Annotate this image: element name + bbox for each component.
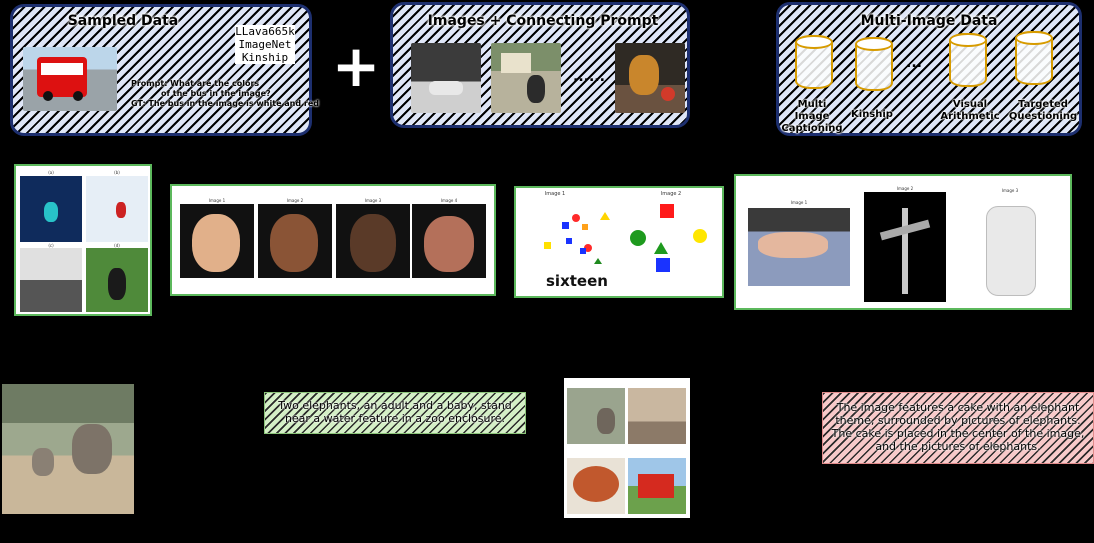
face-label-2: Image 2 xyxy=(286,198,304,203)
db-cylinder-icon xyxy=(949,33,987,87)
connecting-prompt-title: Images + Connecting Prompt xyxy=(427,13,659,29)
face-photo-2 xyxy=(258,204,332,278)
corkscrew-photo xyxy=(864,192,946,302)
caption-green-box: Two elephants, an adult and a baby, stan… xyxy=(264,392,526,434)
poodle-photo xyxy=(615,43,685,113)
sampled-data-panel: Sampled Data LLava665k ImageNet Kinship … xyxy=(10,4,319,136)
shapes-label-1: Image 1 xyxy=(544,191,566,197)
sleeping-person-photo xyxy=(748,208,850,286)
face-photo-3 xyxy=(336,204,410,278)
shapes-label-2: Image 2 xyxy=(660,191,682,197)
db-cylinder-icon xyxy=(795,35,833,89)
face-label-3: Image 3 xyxy=(364,198,382,203)
object-label-2: Image 2 xyxy=(896,186,914,191)
grid-label-c: (c) xyxy=(48,243,54,248)
caption-red-box: The image features a cake with an elepha… xyxy=(822,392,1094,464)
ellipsis: ... xyxy=(906,55,922,71)
prompt-text: Prompt: What are the colors of the bus i… xyxy=(131,79,319,109)
db-cylinder-icon xyxy=(855,37,893,91)
bus-photo xyxy=(23,47,117,111)
face-label-4: Image 4 xyxy=(440,198,458,203)
bear-photo xyxy=(491,43,561,113)
prompt-line-3: GT: The bus in the image is white and re… xyxy=(131,99,319,108)
ellipsis: ...... xyxy=(573,69,605,85)
source-targeted-questioning: Targeted Questioning xyxy=(1008,99,1078,122)
dataset-tags: LLava665k ImageNet Kinship xyxy=(235,25,295,64)
face-photo-4 xyxy=(412,204,486,278)
faces-example-card: Image 1 Image 2 Image 3 Image 4 xyxy=(170,184,496,296)
prompt-line-2: of the bus in the image? xyxy=(161,89,271,98)
kitchen-photo xyxy=(20,248,82,312)
shapes-answer: sixteen xyxy=(546,272,608,290)
multi-image-data-panel: Multi-Image Data ... Multi Image Caption… xyxy=(776,2,1082,136)
ski-photo-2 xyxy=(86,176,148,242)
collage-room-photo xyxy=(628,388,686,444)
example-grid-card: (a) (b) (c) (d) xyxy=(14,164,152,316)
source-visual-arithmetic: Visual Arithmetic xyxy=(940,99,1000,122)
collage-card xyxy=(564,378,690,518)
tag-llava: LLava665k xyxy=(235,25,295,38)
db-cylinder-icon xyxy=(1015,31,1053,85)
tag-kinship: Kinship xyxy=(241,51,289,64)
sampled-data-title: Sampled Data xyxy=(67,13,179,29)
tag-imagenet: ImageNet xyxy=(238,38,292,51)
collage-firetruck-photo xyxy=(628,458,686,514)
grid-label-d: (d) xyxy=(114,243,120,248)
caption-red-text: The image features a cake with an elepha… xyxy=(831,401,1085,453)
face-label-1: Image 1 xyxy=(208,198,226,203)
ski-photo xyxy=(20,176,82,242)
source-multi-image-captioning: Multi Image Captioning xyxy=(781,99,843,134)
sink-photo xyxy=(411,43,481,113)
plus-symbol: + xyxy=(331,32,381,100)
collage-elephant-photo xyxy=(567,388,625,444)
shapes-figure xyxy=(544,204,707,272)
prompt-line-1: Prompt: What are the colors xyxy=(131,79,260,88)
can-opener-photo xyxy=(970,194,1050,298)
multi-image-data-title: Multi-Image Data xyxy=(860,13,998,29)
caption-green-text: Two elephants, an adult and a baby, stan… xyxy=(278,399,512,425)
connecting-prompt-panel: Images + Connecting Prompt ...... xyxy=(390,2,690,128)
grid-label-b: (b) xyxy=(114,170,120,175)
face-photo-1 xyxy=(180,204,254,278)
objects-example-card: Image 1 Image 2 Image 3 xyxy=(734,174,1072,310)
shapes-example-card: Image 1 Image 2 sixteen xyxy=(514,186,724,298)
elephants-photo xyxy=(2,384,134,514)
object-label-3: Image 3 xyxy=(1001,188,1019,193)
grid-label-a: (a) xyxy=(48,170,54,175)
dog-photo xyxy=(86,248,148,312)
collage-football-cake-photo xyxy=(567,458,625,514)
object-label-1: Image 1 xyxy=(790,200,808,205)
source-kinship: Kinship xyxy=(851,109,893,120)
